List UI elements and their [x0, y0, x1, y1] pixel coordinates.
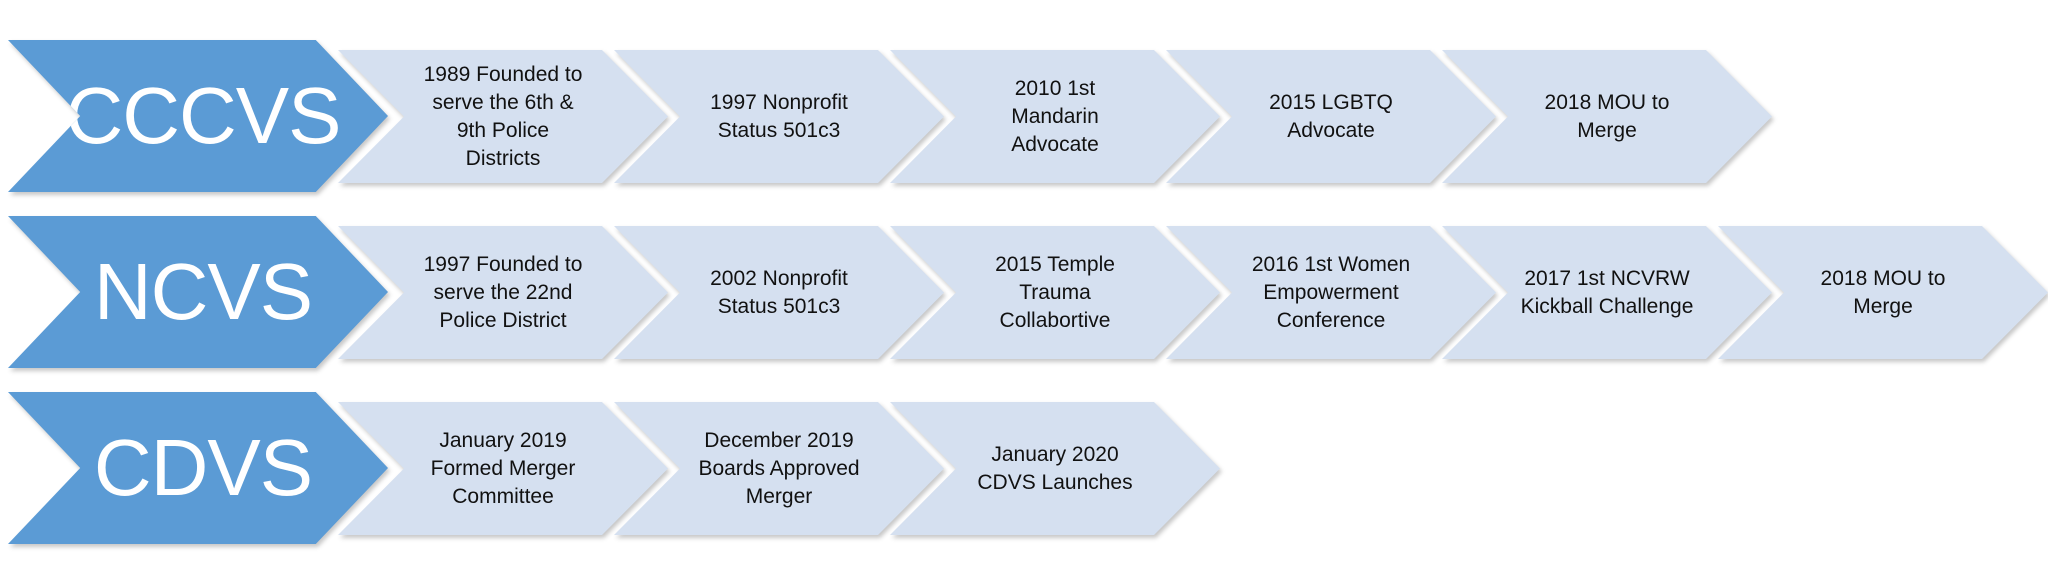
milestone-text: 2010 1st Mandarin Advocate: [1011, 76, 1099, 156]
milestone-text: January 2019 Formed Merger Committee: [430, 428, 576, 508]
timeline-row-cdvs: CDVS January 2019 Formed Merger Committe…: [0, 392, 2048, 552]
milestone-text: 2017 1st NCVRW Kickball Challenge: [1520, 266, 1694, 318]
milestone-chevron: January 2020 CDVS Launches: [890, 402, 1220, 535]
milestone-text: 1989 Founded to serve the 6th & 9th Poli…: [423, 62, 583, 170]
milestone-chevron: 2010 1st Mandarin Advocate: [890, 50, 1220, 183]
milestone-chevron: 2017 1st NCVRW Kickball Challenge: [1442, 226, 1772, 359]
milestone-chevron: December 2019 Boards Approved Merger: [614, 402, 944, 535]
milestone-text: 1997 Founded to serve the 22nd Police Di…: [423, 252, 583, 332]
milestone-chevron: 1989 Founded to serve the 6th & 9th Poli…: [338, 50, 668, 183]
milestone-text: 2015 LGBTQ Advocate: [1269, 90, 1393, 142]
org-chevron-cccvs: CCCVS: [8, 40, 388, 192]
milestone-text: 2002 Nonprofit Status 501c3: [710, 266, 848, 318]
timeline-row-ncvs: NCVS 1997 Founded to serve the 22nd Poli…: [0, 216, 2048, 376]
milestone-chevron: 2002 Nonprofit Status 501c3: [614, 226, 944, 359]
milestone-text: 2018 MOU to Merge: [1820, 266, 1946, 318]
milestone-text: 2015 Temple Trauma Collabortive: [995, 252, 1115, 332]
org-label: CDVS: [93, 423, 313, 512]
org-label: CCCVS: [65, 71, 341, 160]
milestone-text: 1997 Nonprofit Status 501c3: [710, 90, 848, 142]
org-label: NCVS: [93, 247, 313, 336]
milestone-chevron: 2018 MOU to Merge: [1718, 226, 2048, 359]
milestone-chevron: January 2019 Formed Merger Committee: [338, 402, 668, 535]
milestone-text: 2018 MOU to Merge: [1544, 90, 1670, 142]
milestone-text: January 2020 CDVS Launches: [977, 442, 1133, 494]
milestone-chevron: 2015 LGBTQ Advocate: [1166, 50, 1496, 183]
org-chevron-cdvs: CDVS: [8, 392, 388, 544]
org-chevron-ncvs: NCVS: [8, 216, 388, 368]
milestone-chevron: 1997 Founded to serve the 22nd Police Di…: [338, 226, 668, 359]
milestone-text: 2016 1st Women Empowerment Conference: [1251, 252, 1411, 332]
milestone-chevron: 1997 Nonprofit Status 501c3: [614, 50, 944, 183]
timeline-row-cccvs: CCCVS 1989 Founded to serve the 6th & 9t…: [0, 40, 2048, 200]
milestone-chevron: 2015 Temple Trauma Collabortive: [890, 226, 1220, 359]
milestone-chevron: 2018 MOU to Merge: [1442, 50, 1772, 183]
milestone-chevron: 2016 1st Women Empowerment Conference: [1166, 226, 1496, 359]
milestone-text: December 2019 Boards Approved Merger: [698, 428, 860, 508]
